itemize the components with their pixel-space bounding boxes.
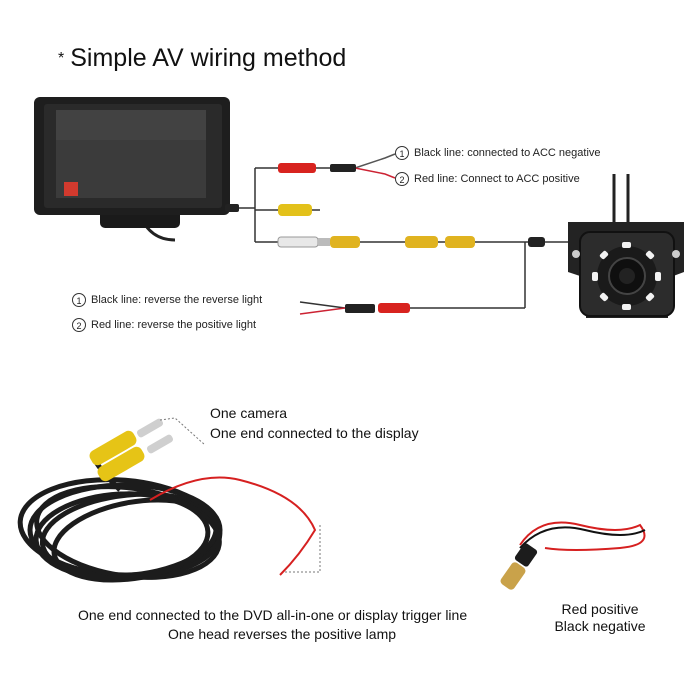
- title-star: *: [58, 50, 65, 68]
- acc-note-1: 1 Black line: connected to ACC negative: [395, 146, 601, 160]
- backup-camera: [568, 174, 684, 318]
- camera-caption-2: One end connected to the display: [210, 425, 419, 441]
- note-number: 2: [395, 172, 409, 186]
- rca-connectors: [225, 163, 545, 313]
- reverse-note-2: 2 Red line: reverse the positive light: [72, 318, 256, 332]
- title-text: Simple AV wiring method: [70, 44, 347, 72]
- display-wiring: [232, 153, 570, 315]
- av-extension-cable: [17, 417, 321, 583]
- monitor: [34, 97, 230, 242]
- note-number: 1: [72, 293, 86, 307]
- note-number: 1: [395, 146, 409, 160]
- note-text: Black line: reverse the reverse light: [91, 294, 263, 306]
- note-text: Black line: connected to ACC negative: [414, 147, 601, 159]
- note-number: 2: [72, 318, 86, 332]
- page-title: * Simple AV wiring method: [58, 44, 346, 73]
- note-text: Red line: Connect to ACC positive: [414, 173, 580, 185]
- dvd-trigger-caption: One end connected to the DVD all-in-one …: [78, 607, 468, 623]
- reverse-lamp-caption: One head reverses the positive lamp: [168, 626, 397, 642]
- note-text: Red line: reverse the positive light: [91, 319, 257, 331]
- power-plug-cable: [500, 521, 646, 590]
- camera-caption-1: One camera: [210, 405, 288, 421]
- black-negative-caption: Black negative: [554, 618, 646, 634]
- acc-note-2: 2 Red line: Connect to ACC positive: [395, 172, 580, 186]
- red-positive-caption: Red positive: [561, 601, 639, 617]
- reverse-note-1: 1 Black line: reverse the reverse light: [72, 293, 262, 307]
- monitor-indicator: [64, 182, 78, 196]
